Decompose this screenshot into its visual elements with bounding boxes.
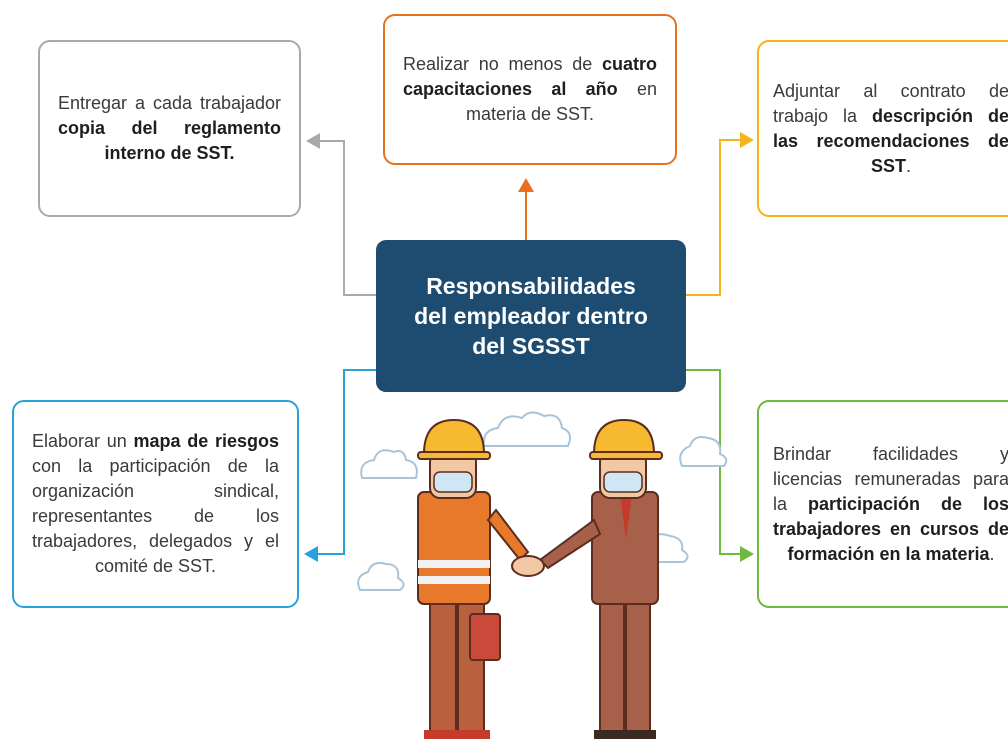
arrow-green-icon bbox=[740, 546, 754, 562]
center-title-line-1: Responsabilidades bbox=[426, 273, 636, 299]
cloud-icon bbox=[357, 562, 405, 591]
worker-right bbox=[511, 418, 663, 739]
responsibility-text: Elaborar un mapa de riesgos con la parti… bbox=[32, 431, 279, 576]
responsibility-text: Brindar facilidades y licencias remunera… bbox=[773, 443, 1008, 564]
center-title-line-3: del SGSST bbox=[472, 333, 590, 359]
worker-left bbox=[417, 418, 530, 739]
connector-blue bbox=[318, 369, 376, 555]
cloud-icon bbox=[482, 411, 571, 447]
arrow-blue-icon bbox=[304, 546, 318, 562]
connector-gray bbox=[318, 140, 376, 296]
responsibility-text: Realizar no menos de cuatro capacitacion… bbox=[403, 54, 657, 124]
center-title-line-2: del empleador dentro bbox=[414, 303, 648, 329]
arrow-orange-icon bbox=[518, 178, 534, 192]
connector-yellow bbox=[686, 139, 740, 296]
responsibility-box-capacitaciones: Realizar no menos de cuatro capacitacion… bbox=[383, 14, 677, 165]
cloud-icon bbox=[360, 449, 418, 479]
central-title-box: Responsabilidades del empleador dentro d… bbox=[376, 240, 686, 392]
responsibility-box-mapa-riesgos: Elaborar un mapa de riesgos con la parti… bbox=[12, 400, 299, 608]
arrow-gray-icon bbox=[306, 133, 320, 149]
responsibility-text: Entregar a cada trabajador copia del reg… bbox=[58, 93, 281, 163]
responsibility-text: Adjuntar al contrato de trabajo la descr… bbox=[773, 80, 1008, 176]
responsibility-box-contrato: Adjuntar al contrato de trabajo la descr… bbox=[757, 40, 1008, 217]
cloud-icon bbox=[679, 436, 728, 467]
arrow-yellow-icon bbox=[740, 132, 754, 148]
responsibility-box-licencias: Brindar facilidades y licencias remunera… bbox=[757, 400, 1008, 608]
responsibility-box-reglamento: Entregar a cada trabajador copia del reg… bbox=[38, 40, 301, 217]
